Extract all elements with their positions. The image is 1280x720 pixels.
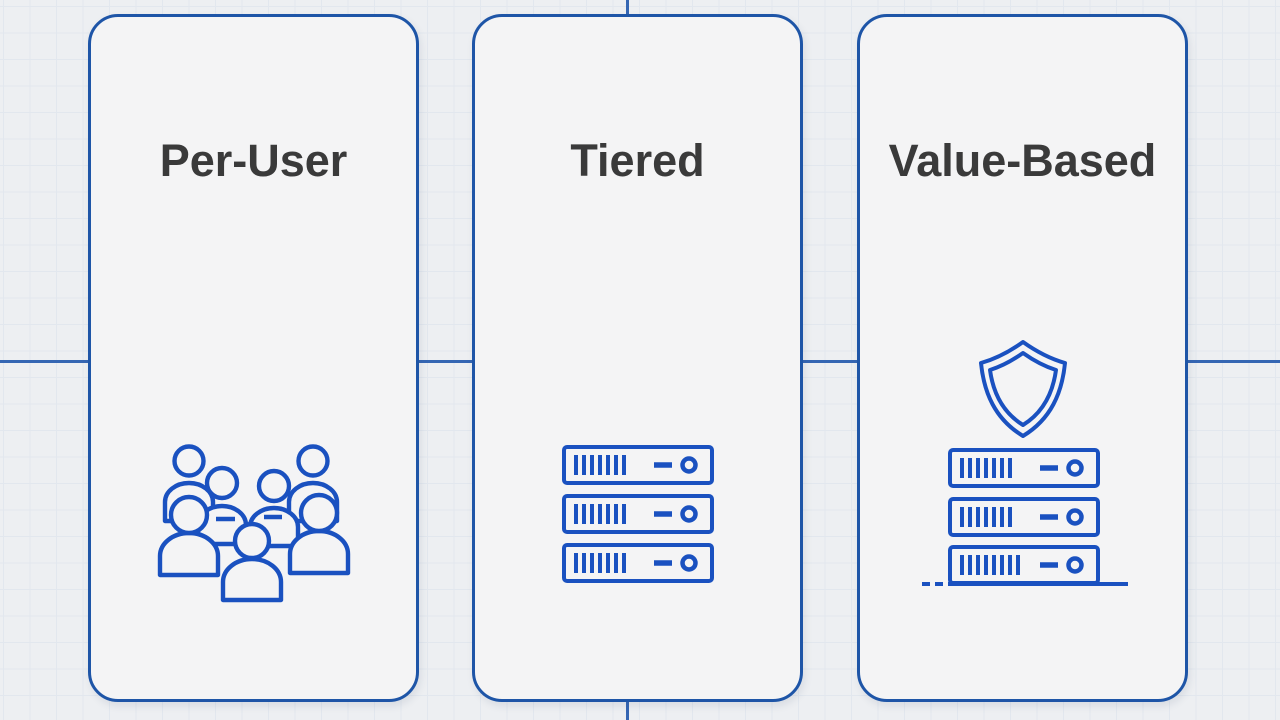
pricing-card-tiered: Tiered xyxy=(472,14,803,702)
shield-server-stack-icon xyxy=(922,448,1128,586)
pricing-card-value-based: Value-Based xyxy=(857,14,1188,702)
card-title-tiered: Tiered xyxy=(570,135,705,186)
server-stack-icon xyxy=(561,445,714,583)
shield-icon xyxy=(978,340,1067,438)
card-title-value-based: Value-Based xyxy=(888,135,1157,186)
card-title-per-user: Per-User xyxy=(159,135,348,186)
user-group-icon xyxy=(157,444,350,603)
pricing-card-per-user: Per-User xyxy=(88,14,419,702)
